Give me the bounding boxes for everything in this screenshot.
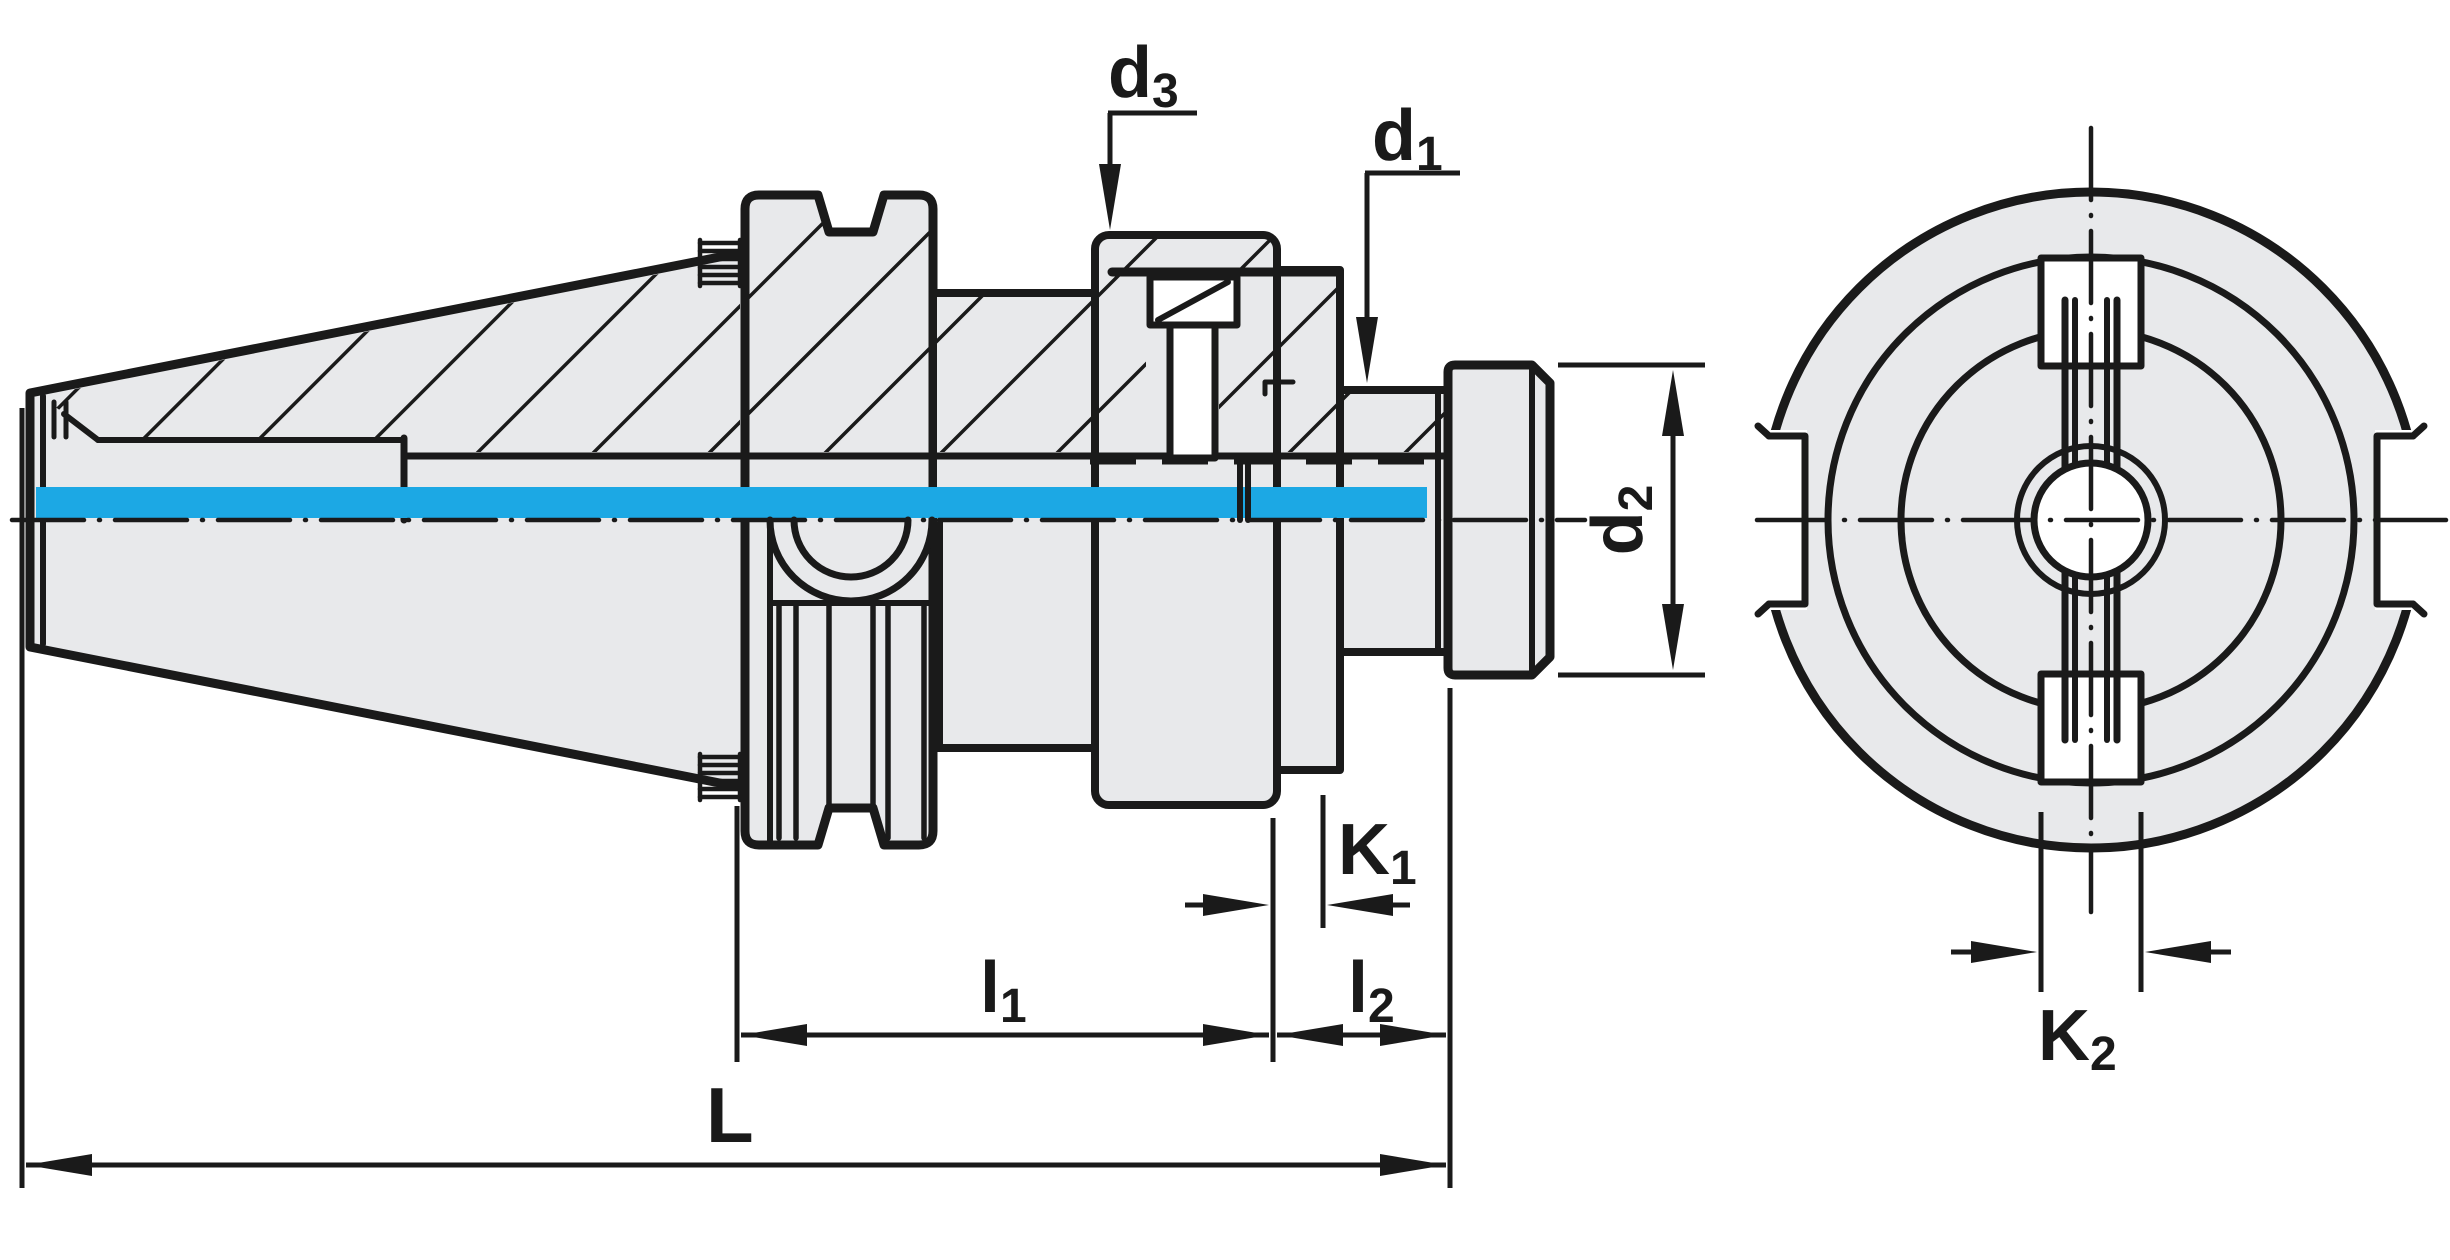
dimension-l2: l2 <box>1277 688 1453 1188</box>
label-l2: l2 <box>1348 948 1395 1033</box>
drive-collar-detail <box>766 516 943 846</box>
coolant-screw-detail <box>1107 267 1343 462</box>
dimension-d3: d3 <box>1099 33 1197 230</box>
section-hatching <box>40 199 1444 452</box>
dimension-k1: K1 <box>1185 795 1417 1062</box>
dimension-k2: K2 <box>1951 812 2231 1081</box>
label-l1: l1 <box>980 948 1027 1033</box>
front-view: K2 <box>1754 125 2449 1081</box>
dimensions-side: d3 d1 d2 K1 <box>19 33 1705 1188</box>
label-k1: K1 <box>1338 810 1417 895</box>
label-d2: d2 <box>1578 485 1663 556</box>
side-section-view <box>9 190 1588 850</box>
label-L: L <box>706 1071 754 1159</box>
label-k2: K2 <box>2038 996 2117 1081</box>
dimension-l1: l1 <box>734 806 1269 1062</box>
coolant-channel-highlight <box>36 487 1427 518</box>
dimension-d1: d1 <box>1356 96 1460 383</box>
dimension-L: L <box>19 408 1446 1188</box>
screw-stem <box>1166 321 1219 462</box>
thread-serration-bottom <box>697 751 743 803</box>
label-d1: d1 <box>1372 96 1443 181</box>
thread-serration-top <box>697 237 743 289</box>
label-d3: d3 <box>1108 33 1179 118</box>
dimension-d2: d2 <box>1558 362 1705 678</box>
